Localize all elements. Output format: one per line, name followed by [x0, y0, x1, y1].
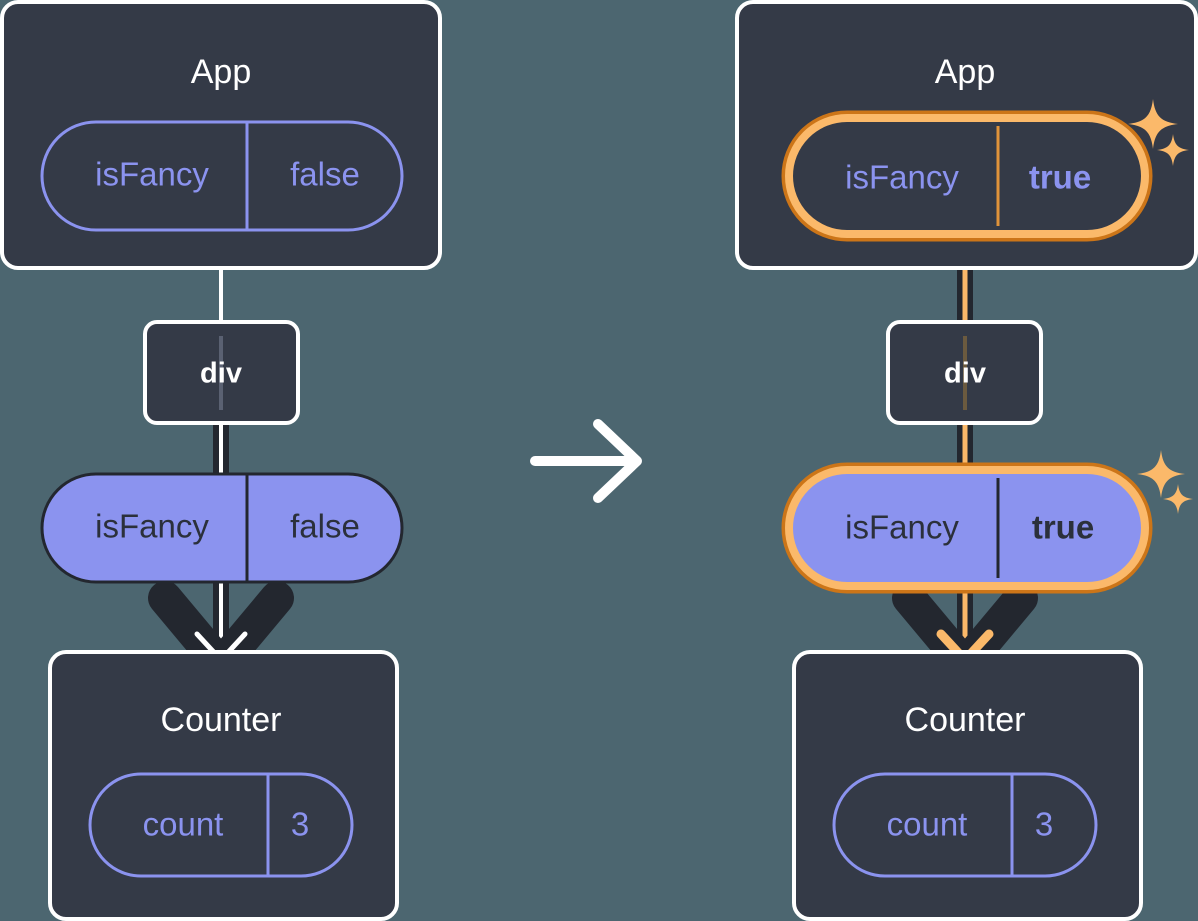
counter-state-pill[interactable]: count 3 [88, 772, 354, 878]
app-state-value: false [290, 156, 360, 193]
app-state-pill[interactable]: isFancy false [40, 120, 404, 232]
transition-arrow-icon [530, 419, 642, 503]
div-prop-pill-frame [40, 472, 404, 584]
div-prop-key: isFancy [95, 508, 209, 545]
div-box-title: div [200, 358, 242, 390]
counter-state-pill[interactable]: count 3 [832, 772, 1098, 878]
div-prop-pill-highlight-inner [785, 466, 1149, 590]
app-box-frame [0, 0, 442, 270]
counter-component-box[interactable]: Counter [48, 650, 399, 921]
counter-box-frame [792, 650, 1143, 921]
panel-before: App isFancy false div [0, 0, 442, 921]
div-tag-box[interactable]: div [886, 320, 1043, 425]
app-component-box[interactable]: App [0, 0, 442, 270]
app-state-value: true [1029, 159, 1091, 196]
div-prop-pill[interactable]: isFancy true [781, 462, 1153, 594]
app-state-pill-frame [40, 120, 404, 232]
counter-state-key: count [887, 806, 968, 843]
app-state-key: isFancy [845, 159, 959, 196]
app-box-title: App [935, 53, 996, 91]
app-state-key: isFancy [95, 156, 209, 193]
counter-state-value: 3 [291, 806, 309, 843]
div-prop-value: false [290, 508, 360, 545]
app-box-title: App [191, 53, 252, 91]
div-box-title: div [944, 358, 986, 390]
counter-state-key: count [143, 806, 224, 843]
panel-after: App isFancy true div [735, 0, 1198, 921]
div-prop-pill[interactable]: isFancy false [40, 472, 404, 584]
counter-box-title: Counter [161, 701, 282, 739]
counter-state-value: 3 [1035, 806, 1053, 843]
app-state-pill-highlight-inner [785, 114, 1149, 238]
counter-box-title: Counter [905, 701, 1026, 739]
counter-state-pill-frame [88, 772, 354, 878]
div-tag-box[interactable]: div [143, 320, 300, 425]
div-prop-key: isFancy [845, 509, 959, 546]
div-prop-value: true [1032, 509, 1094, 546]
counter-box-frame [48, 650, 399, 921]
app-state-pill[interactable]: isFancy true [781, 110, 1153, 242]
counter-component-box[interactable]: Counter [792, 650, 1143, 921]
counter-state-pill-frame [832, 772, 1098, 878]
